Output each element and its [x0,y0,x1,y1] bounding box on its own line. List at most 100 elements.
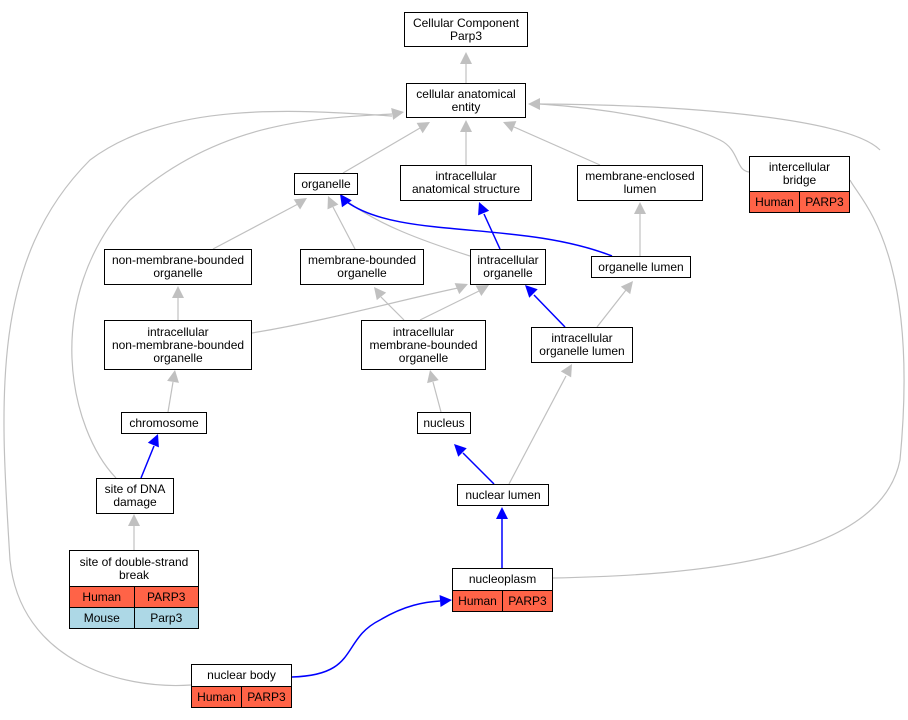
node-intracellular-membrane-bounded-organelle[interactable]: intracellular membrane-bounded organelle [361,320,486,370]
gene-cell: PARP3 [241,687,291,707]
gene-cell: PARP3 [502,591,552,611]
node-label: organelle lumen [598,259,684,274]
gene-cell: PARP3 [799,192,849,212]
node-label: site of DNA damage [104,482,166,509]
edge-nb-np [291,600,441,678]
node-membrane-enclosed-lumen[interactable]: membrane-enclosed lumen [577,165,703,201]
arrowhead-icon [460,52,472,64]
edge-ib-cae-2 [552,179,905,579]
edge-imbo-io [419,290,480,321]
arrowhead-icon [340,194,352,208]
node-site-of-double-strand-break[interactable]: site of double-strand break Human PARP3 … [69,550,199,629]
node-label: organelle [301,176,351,191]
node-intracellular-organelle-lumen[interactable]: intracellular organelle lumen [531,327,633,363]
annotation-row: Human PARP3 [750,191,849,212]
annotation-row: Mouse Parp3 [70,607,198,628]
edge-nucleus-imbo [432,381,442,413]
edge-sdd-cae [71,113,393,479]
arrowhead-icon [167,370,179,383]
node-label: intracellular membrane-bounded organelle [369,324,478,365]
node-intracellular-anatomical-structure[interactable]: intracellular anatomical structure [400,165,532,201]
arrowhead-icon [503,121,517,133]
edge-mel-cae [513,126,601,166]
arrowhead-icon [327,196,339,210]
annotation-row: Human PARP3 [453,590,552,611]
node-label: nucleoplasm [468,572,537,586]
node-nuclear-lumen[interactable]: nuclear lumen [457,484,549,506]
node-label: site of double-strand break [79,554,189,582]
edge-iol-ol [596,289,627,328]
node-nucleus[interactable]: nucleus [417,412,471,434]
node-label: nucleus [423,415,465,430]
arrowhead-icon [128,514,140,526]
node-site-of-dna-damage[interactable]: site of DNA damage [96,478,174,514]
edge-mbo-organelle [332,206,356,250]
species-cell-human: Human [750,192,799,212]
gene-cell: PARP3 [133,587,198,607]
arrowhead-icon [525,285,538,298]
node-cellular-component-parp3[interactable]: Cellular Component Parp3 [404,12,528,47]
arrowhead-icon [374,287,387,301]
species-cell-human: Human [453,591,502,611]
arrowhead-icon [620,281,633,295]
node-label: intracellular organelle [477,253,539,280]
gene-cell: Parp3 [133,608,198,628]
arrowhead-icon [427,370,439,384]
arrowhead-icon [475,285,489,297]
edge-imbo-mbo [380,296,405,321]
node-label: intracellular anatomical structure [411,169,521,196]
species-cell-human: Human [70,587,134,607]
node-label: intracellular non-membrane-bounded organ… [111,324,245,365]
species-cell-mouse: Mouse [70,608,134,628]
edge-inmbo-io [251,287,459,334]
species-cell-human: Human [192,687,241,707]
node-organelle[interactable]: organelle [294,173,358,195]
edge-organelle-cae [342,127,421,174]
edge-ol-organelle [346,201,613,257]
node-label: non-membrane-bounded organelle [111,253,245,280]
edge-nl-iol [508,375,567,485]
node-non-membrane-bounded-organelle[interactable]: non-membrane-bounded organelle [104,249,252,285]
node-label: nuclear lumen [465,487,541,502]
edge-np-cae-start [539,103,881,151]
arrowhead-icon [478,202,490,216]
arrowhead-icon [391,108,404,120]
arrowhead-icon [454,444,467,457]
node-label: intercellular bridge [768,160,831,187]
arrowhead-icon [528,98,540,110]
arrowhead-icon [172,286,184,298]
node-membrane-bounded-organelle[interactable]: membrane-bounded organelle [300,249,424,285]
node-label: membrane-bounded organelle [307,253,417,280]
node-organelle-lumen[interactable]: organelle lumen [591,256,691,278]
node-label: cellular anatomical entity [416,86,516,114]
edge-nl-nucleus [462,452,495,485]
edge-ib-cae [539,103,750,173]
node-label: chromosome [129,415,199,430]
arrowhead-icon [496,507,508,519]
node-nucleoplasm[interactable]: nucleoplasm Human PARP3 [452,568,553,612]
edge-iol-io [533,294,566,328]
arrowhead-icon [560,364,572,378]
node-cellular-anatomical-entity[interactable]: cellular anatomical entity [406,83,526,118]
node-intracellular-non-membrane-bounded-organelle[interactable]: intracellular non-membrane-bounded organ… [104,320,252,370]
node-intracellular-organelle[interactable]: intracellular organelle [470,249,546,285]
arrowhead-icon [454,283,468,295]
edge-nb-cae [3,110,393,687]
edge-chrom-inmbo [167,381,174,413]
node-intercellular-bridge[interactable]: intercellular bridge Human PARP3 [749,156,850,213]
arrowhead-icon [634,202,646,214]
node-label: intracellular organelle lumen [539,331,625,358]
annotation-row: Human PARP3 [70,586,198,607]
node-chromosome[interactable]: chromosome [121,412,207,434]
edge-nmbo-organelle [212,203,299,250]
arrowhead-icon [416,122,430,134]
arrowhead-icon [293,198,307,210]
node-nuclear-body[interactable]: nuclear body Human PARP3 [191,664,292,708]
annotation-row: Human PARP3 [192,686,291,707]
arrowhead-icon [147,434,159,448]
arrowhead-icon [439,595,452,607]
edge-sdd-chrom [140,445,155,479]
arrowhead-icon [460,120,472,132]
